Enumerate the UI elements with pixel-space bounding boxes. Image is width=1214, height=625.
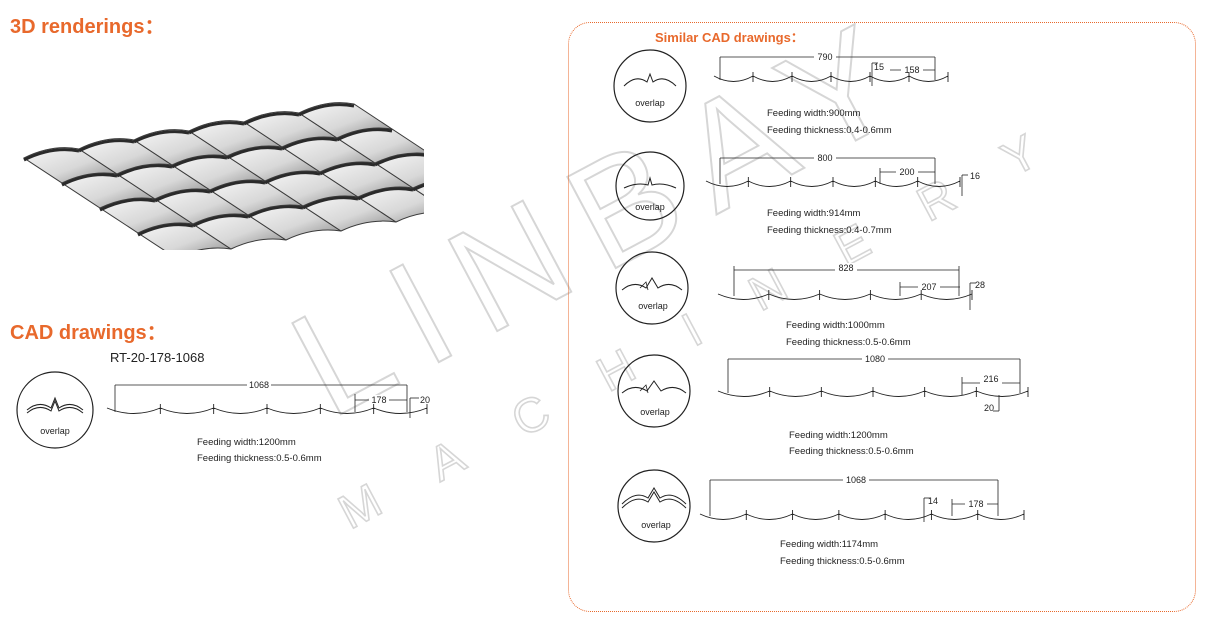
- tile-step-edge: [243, 112, 300, 126]
- similar-drawing-4: overlap 1080 216 20: [617, 354, 1029, 428]
- similar-5-overlap-label: overlap: [641, 520, 671, 530]
- similar-4-feeding-thickness: Feeding thickness:0.5-0.6mm: [789, 446, 914, 457]
- similar-1-dim-total: 790: [817, 52, 832, 62]
- tile-step-edge: [357, 187, 414, 201]
- tile-step-edge: [99, 198, 156, 212]
- renderings-heading: 3D renderings：: [10, 16, 165, 38]
- tile-step-edge: [209, 180, 266, 194]
- similar-3-overlap-label: overlap: [638, 301, 668, 311]
- tile-segment: [298, 102, 393, 139]
- similar-drawings-panel: [568, 22, 1196, 612]
- main-feeding-thickness: Feeding thickness:0.5-0.6mm: [197, 453, 322, 464]
- tile-step-edge: [319, 162, 376, 176]
- main-cad-drawing: overlap 1068 178 20: [16, 371, 430, 449]
- tile-step-edge: [247, 205, 304, 219]
- similar-3-dim-total: 828: [838, 263, 853, 273]
- tile-step-edge: [171, 155, 228, 169]
- similar-drawing-2: overlap 800 200 16: [615, 151, 980, 221]
- model-code: RT-20-178-1068: [110, 350, 205, 365]
- main-feeding-width: Feeding width:1200mm: [197, 437, 296, 448]
- tile-step-edge: [336, 128, 393, 142]
- main-overlap-label: overlap: [40, 426, 70, 436]
- similar-2-dim-total: 800: [817, 153, 832, 163]
- tile-step-edge: [374, 153, 424, 167]
- similar-5-dim-total: 1068: [846, 475, 866, 485]
- similar-4-dim-pitch: 216: [983, 374, 998, 384]
- main-dim-total: 1068: [249, 380, 269, 390]
- similar-3-feeding-width: Feeding width:1000mm: [786, 320, 885, 331]
- tile-step-edge: [188, 121, 245, 135]
- similar-4-dim-height: 20: [984, 403, 994, 413]
- tile-step-edge: [78, 139, 135, 153]
- similar-1-dim-pitch: 158: [904, 65, 919, 75]
- similar-1-dim-height: 15: [874, 62, 884, 72]
- similar-2-dim-pitch: 200: [899, 167, 914, 177]
- tile-step-edge: [412, 183, 424, 192]
- similar-1-overlap-label: overlap: [635, 98, 665, 108]
- tile-step-edge: [133, 130, 190, 144]
- similar-5-feeding-width: Feeding width:1174mm: [780, 539, 879, 550]
- similar-3-dim-pitch: 207: [921, 282, 936, 292]
- similar-3-feeding-thickness: Feeding thickness:0.5-0.6mm: [786, 337, 911, 348]
- tile-step-edge: [302, 196, 359, 210]
- similar-2-feeding-width: Feeding width:914mm: [767, 208, 861, 219]
- similar-2-dim-height: 16: [970, 171, 980, 181]
- similar-2-overlap-label: overlap: [635, 202, 665, 212]
- similar-5-feeding-thickness: Feeding thickness:0.5-0.6mm: [780, 556, 905, 567]
- tile-step-edge: [281, 137, 338, 151]
- main-dim-pitch: 178: [371, 395, 386, 405]
- tile-step-edge: [61, 173, 118, 187]
- similar-1-feeding-thickness: Feeding thickness:0.4-0.6mm: [767, 125, 892, 136]
- similar-3-dim-height: 28: [975, 280, 985, 290]
- main-dim-height: 20: [420, 395, 430, 405]
- tile-step-edge: [154, 189, 211, 203]
- similar-1-feeding-width: Feeding width:900mm: [767, 108, 861, 119]
- tile-step-edge: [116, 164, 173, 178]
- roof-tile-3d-rendering: [23, 102, 424, 250]
- tile-step-edge: [226, 146, 283, 160]
- similar-heading: Similar CAD drawings：: [655, 30, 804, 45]
- tile-step-edge: [137, 223, 194, 237]
- similar-5-dim-pitch: 178: [968, 499, 983, 509]
- tile-step-edge: [23, 148, 80, 162]
- similar-4-overlap-label: overlap: [640, 407, 670, 417]
- tile-step-edge: [264, 171, 321, 185]
- similar-4-feeding-width: Feeding width:1200mm: [789, 430, 888, 441]
- cad-heading: CAD drawings：: [10, 322, 167, 344]
- similar-drawing-3: overlap 828 207 28: [615, 251, 985, 325]
- similar-5-dim-height: 14: [928, 496, 938, 506]
- similar-2-feeding-thickness: Feeding thickness:0.4-0.7mm: [767, 225, 892, 236]
- similar-4-dim-total: 1080: [865, 354, 885, 364]
- tile-step-edge: [192, 214, 249, 228]
- similar-drawing-5: overlap 1068 14 178: [617, 469, 1025, 543]
- similar-drawing-1: overlap 790 15 158: [613, 49, 949, 123]
- tile-step-edge: [298, 103, 355, 117]
